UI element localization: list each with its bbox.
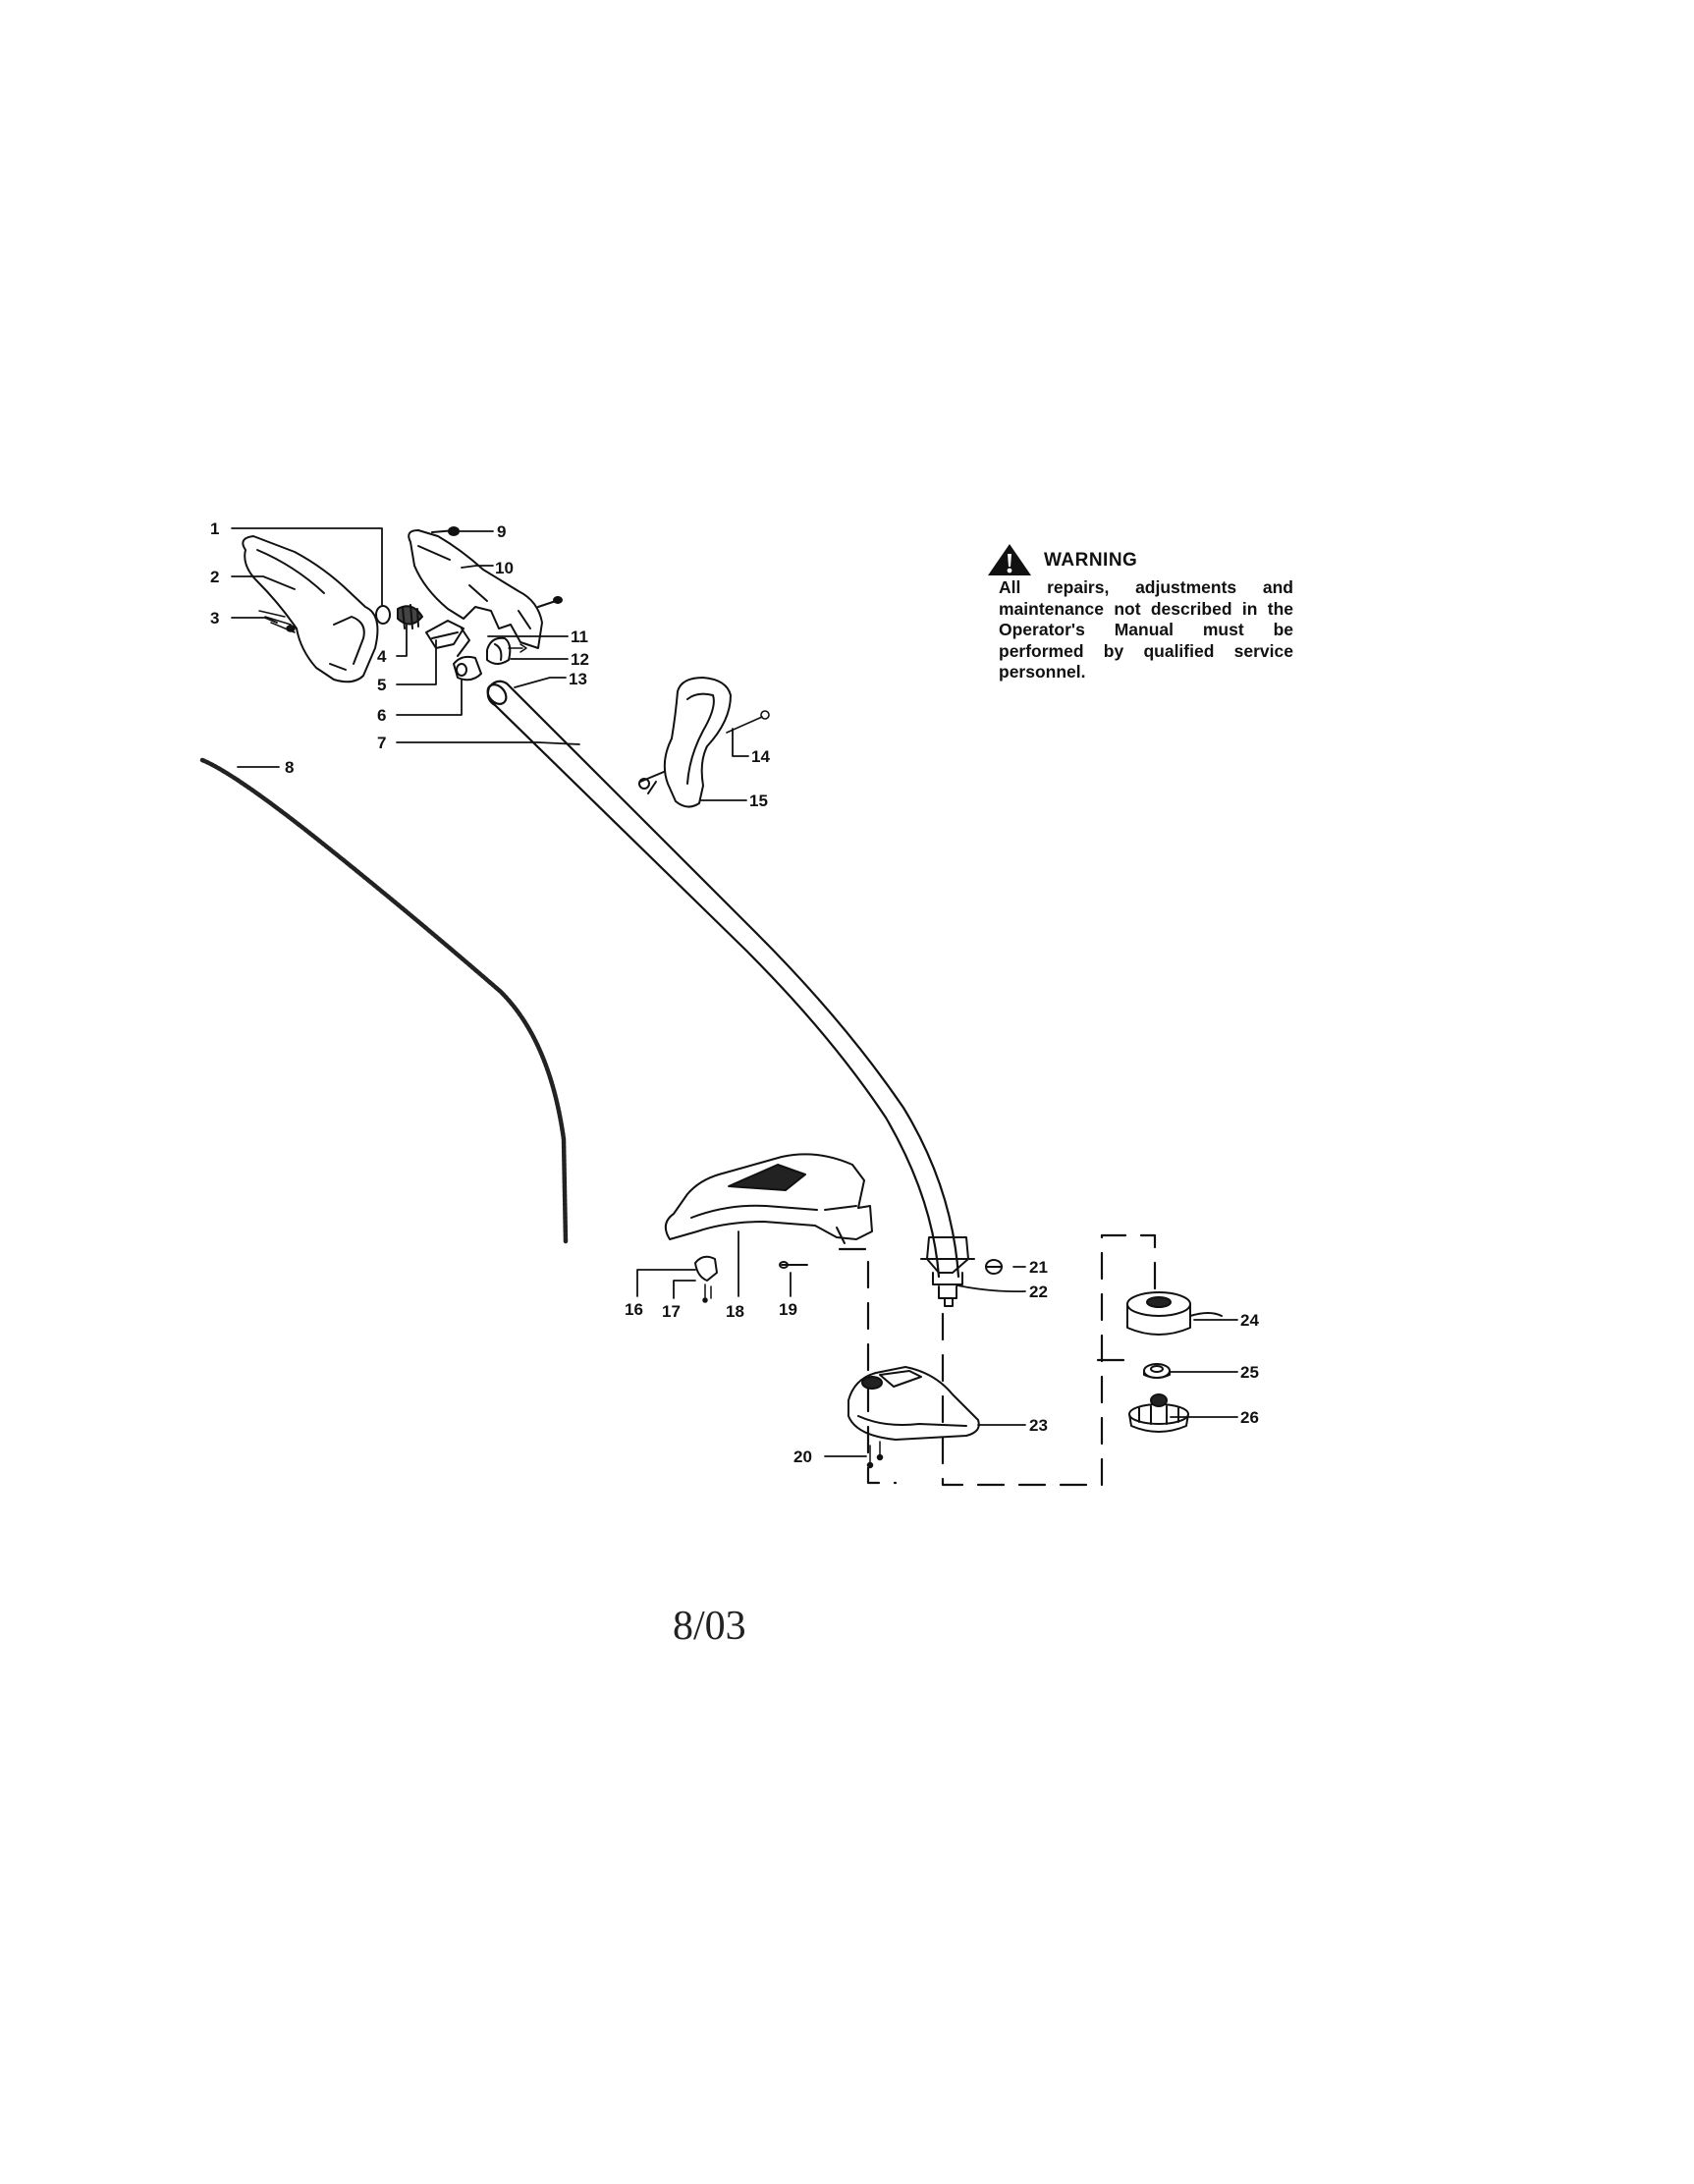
gear-head-22 xyxy=(920,1236,975,1307)
shaft-tube-7 xyxy=(486,680,960,1279)
callout-21: 21 xyxy=(1029,1258,1048,1277)
callout-10: 10 xyxy=(495,559,514,577)
bolt-19 xyxy=(779,1261,808,1269)
guard-18 xyxy=(664,1153,873,1244)
callout-16: 16 xyxy=(625,1300,643,1319)
callout-8: 8 xyxy=(285,758,294,777)
callout-25: 25 xyxy=(1240,1363,1259,1382)
callout-11: 11 xyxy=(571,628,588,646)
callout-7: 7 xyxy=(377,734,386,752)
clip-16 xyxy=(694,1255,718,1282)
screws-17 xyxy=(702,1283,712,1303)
screw-right xyxy=(537,596,563,608)
callout-6: 6 xyxy=(377,706,386,725)
revision-date: 8/03 xyxy=(673,1604,746,1649)
dashed-assembly-lines xyxy=(838,1233,1157,1487)
shield-23 xyxy=(847,1366,980,1441)
callout-20: 20 xyxy=(793,1447,812,1466)
screw-12 xyxy=(508,643,527,653)
bolt-14 xyxy=(726,710,770,734)
screw-9 xyxy=(431,526,460,536)
handle-left-half xyxy=(242,535,379,683)
callout-3: 3 xyxy=(210,609,219,628)
clip-11 xyxy=(486,636,512,665)
callout-14: 14 xyxy=(751,747,770,766)
drive-cable-8 xyxy=(199,757,569,1245)
callout-26: 26 xyxy=(1240,1408,1259,1427)
spool-base-26 xyxy=(1128,1393,1189,1433)
callout-24: 24 xyxy=(1240,1311,1259,1330)
screws-3 xyxy=(258,610,296,633)
nut-25 xyxy=(1143,1363,1171,1379)
callout-22: 22 xyxy=(1029,1283,1048,1301)
callout-17: 17 xyxy=(662,1302,681,1321)
callout-15: 15 xyxy=(749,792,768,810)
trimmer-head-24 xyxy=(1126,1291,1223,1336)
leader-lines xyxy=(231,527,1238,1457)
callout-5: 5 xyxy=(377,676,386,694)
bracket-5 xyxy=(425,620,470,657)
callout-19: 19 xyxy=(779,1300,797,1319)
warning-title: WARNING xyxy=(1044,550,1138,571)
callout-2: 2 xyxy=(210,568,219,586)
washer-1 xyxy=(375,605,391,625)
callout-18: 18 xyxy=(726,1302,744,1321)
nut-21 xyxy=(985,1259,1003,1275)
screws-20 xyxy=(866,1441,884,1469)
callout-1: 1 xyxy=(210,519,219,538)
callout-4: 4 xyxy=(377,647,387,666)
callout-12: 12 xyxy=(571,650,589,669)
callout-labels: 1 2 3 4 5 6 7 8 9 10 11 12 13 14 15 16 1… xyxy=(210,519,1259,1466)
warning-triangle-icon xyxy=(988,544,1031,575)
handle-right-half xyxy=(408,529,543,649)
warning-body: All repairs, adjustments and maintenance… xyxy=(999,577,1293,682)
clamp-6 xyxy=(453,655,482,682)
assist-handle-15 xyxy=(638,677,732,808)
callout-13: 13 xyxy=(569,670,587,688)
spring-4 xyxy=(397,604,423,629)
callout-23: 23 xyxy=(1029,1416,1048,1435)
callout-9: 9 xyxy=(497,522,506,541)
